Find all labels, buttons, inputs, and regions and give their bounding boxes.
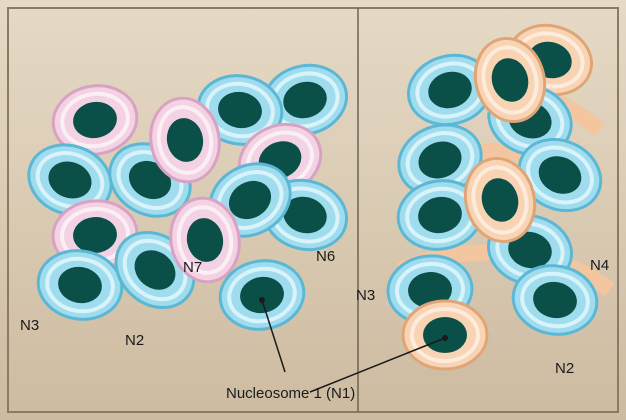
caption-nucleosome-1: Nucleosome 1 (N1) — [226, 385, 355, 402]
leader-dot-right — [442, 335, 448, 341]
label-n7: N7 — [183, 259, 202, 276]
label-n4: N4 — [590, 257, 609, 274]
label-n6: N6 — [316, 248, 335, 265]
label-n2-right: N2 — [555, 360, 574, 377]
leader-dot-left — [259, 297, 265, 303]
label-n2-left: N2 — [125, 332, 144, 349]
left-fiber — [19, 56, 354, 335]
label-n3-right: N3 — [356, 287, 375, 304]
label-n3-left: N3 — [20, 317, 39, 334]
